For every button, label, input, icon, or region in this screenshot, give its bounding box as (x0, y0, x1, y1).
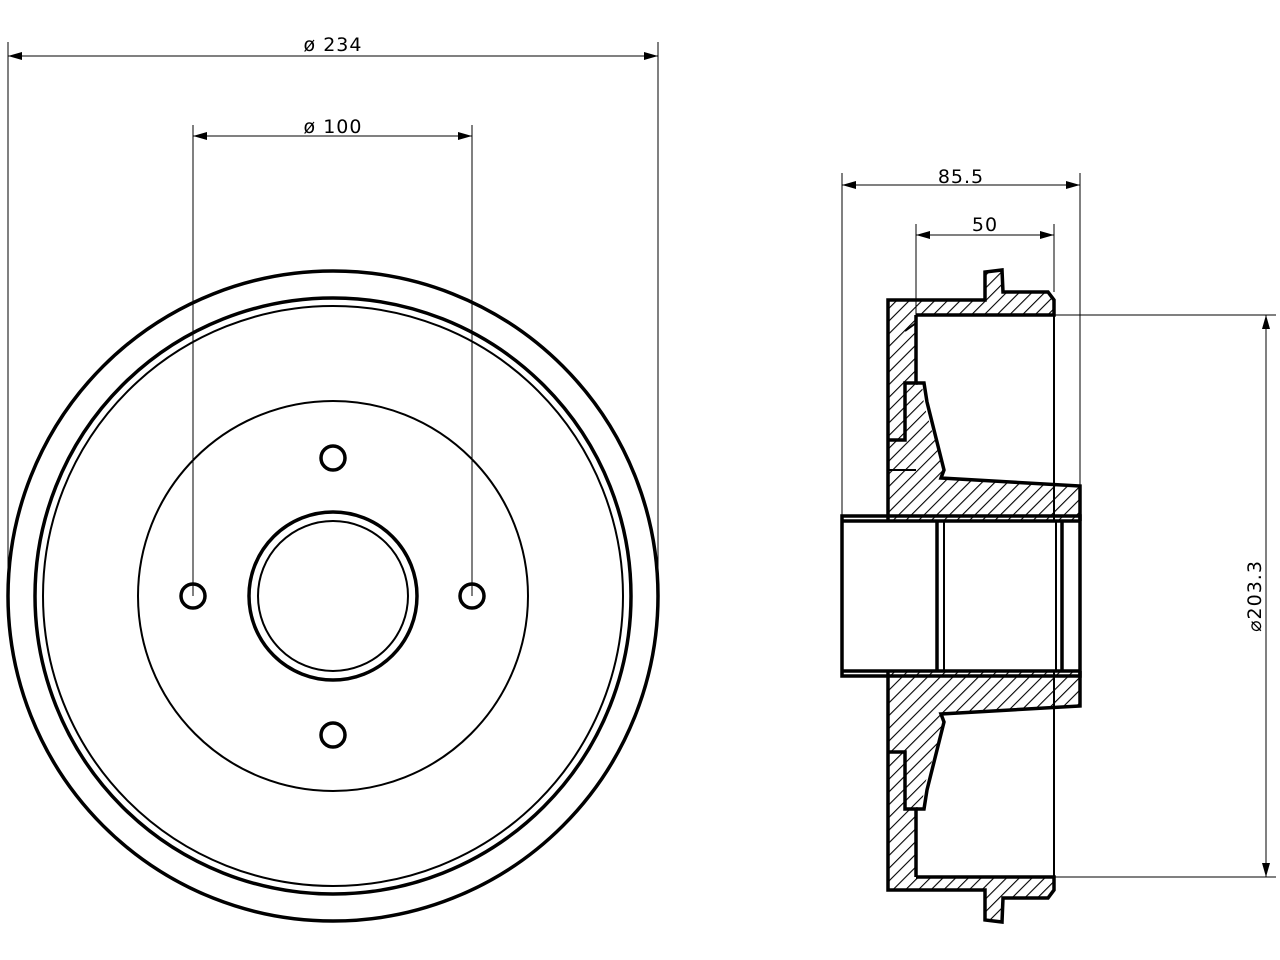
outer-diameter-label: ø 234 (304, 34, 363, 56)
bolt-circle-label: ø 100 (304, 116, 363, 138)
section-shell-top (888, 270, 1080, 890)
overall-width-label: 85.5 (938, 166, 984, 188)
dimension-overall-width: 85.5 (841, 166, 1081, 516)
drum-outer-rim (6, 269, 660, 923)
center-bore-inner (257, 520, 409, 672)
hub-bore (840, 514, 1082, 678)
inner-diameter-label: ⌀203.3 (1244, 560, 1266, 632)
dimension-bolt-circle: ø 100 (192, 116, 473, 596)
dimension-outer-diameter: ø 234 (7, 34, 659, 596)
section-view (840, 268, 1082, 924)
braking-width-label: 50 (972, 214, 998, 236)
drum-rim-ring-outer (33, 296, 633, 896)
front-view (6, 269, 660, 923)
drum-rim-ring-inner (42, 305, 624, 887)
hub-face (137, 400, 529, 792)
bolt-hole-top (319, 444, 347, 472)
dimension-inner-diameter: ⌀203.3 (1054, 314, 1276, 878)
dimension-braking-width: 50 (915, 214, 1055, 315)
center-bore-outer (247, 510, 419, 682)
section-shell-bottom (888, 300, 1080, 922)
bolt-hole-bottom (319, 721, 347, 749)
